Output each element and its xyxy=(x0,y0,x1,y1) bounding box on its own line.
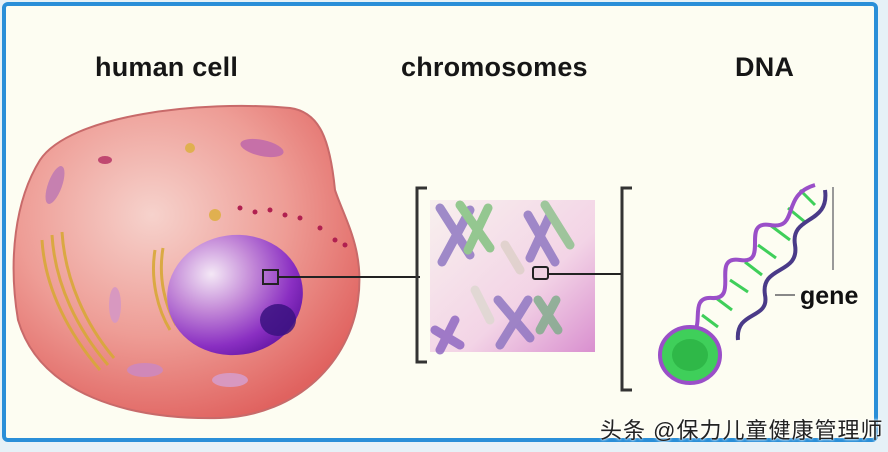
gene-label: gene xyxy=(800,282,859,310)
chromosomes-illustration xyxy=(415,186,632,392)
human-cell-illustration xyxy=(12,104,420,420)
chromosomes-label: chromosomes xyxy=(401,52,588,82)
dna-helix-illustration xyxy=(658,183,834,385)
watermark-text: 头条 @保力儿童健康管理师 xyxy=(600,418,884,443)
human-cell-label: human cell xyxy=(95,52,239,82)
dna-label: DNA xyxy=(735,52,795,82)
